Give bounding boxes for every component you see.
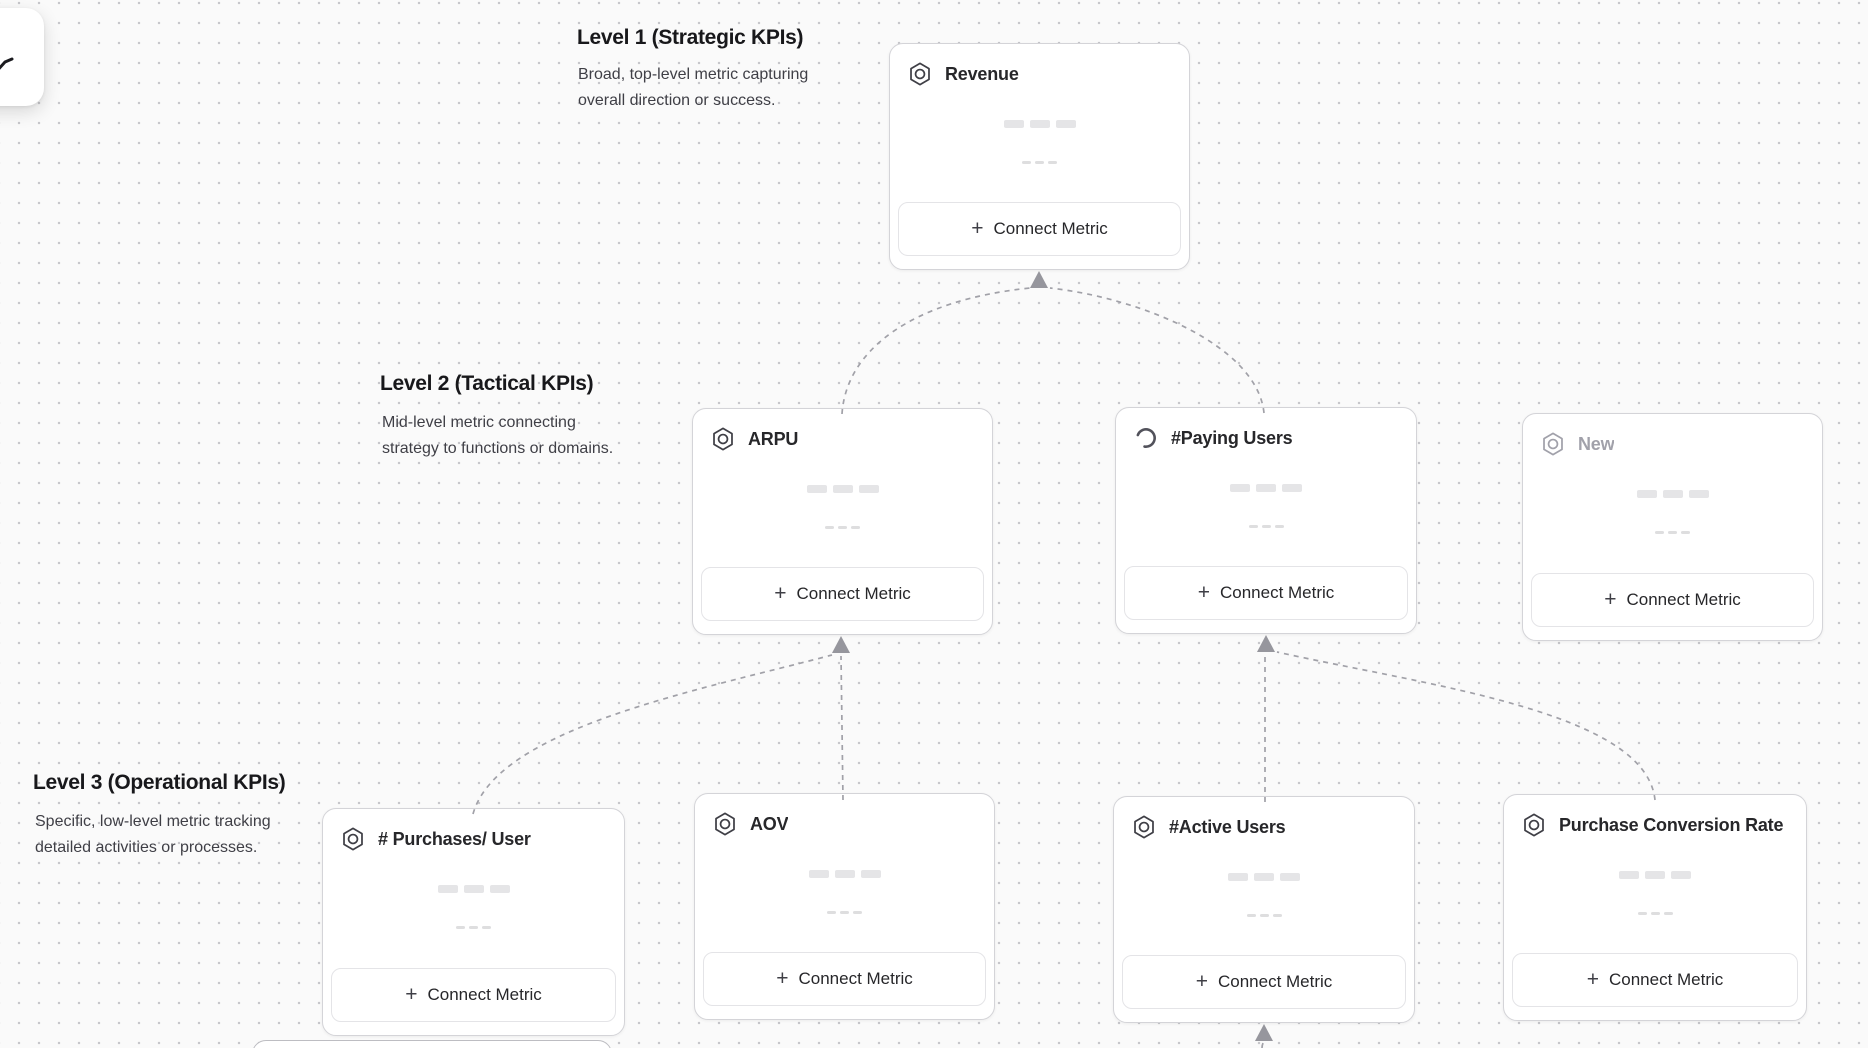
connect-metric-button[interactable]: + Connect Metric bbox=[1122, 955, 1406, 1009]
card-title: # Purchases/ User bbox=[378, 828, 531, 849]
spinner-icon bbox=[1133, 425, 1159, 451]
card-title: AOV bbox=[750, 813, 789, 834]
hexagon-badge-icon bbox=[1540, 431, 1566, 457]
plus-icon: + bbox=[1604, 587, 1617, 611]
hexagon-badge-icon bbox=[712, 811, 738, 837]
level-2-description-line-2: strategy to functions or domains. bbox=[382, 440, 614, 457]
cursor-icon bbox=[0, 57, 14, 70]
arrowhead-active bbox=[1255, 1024, 1273, 1041]
metric-skeleton bbox=[1114, 797, 1414, 1022]
hexagon-badge-icon bbox=[710, 426, 736, 452]
level-2-description: Mid-level metric connecting strategy to … bbox=[382, 410, 613, 462]
card-title: #Paying Users bbox=[1171, 427, 1293, 448]
arrowhead-arpu bbox=[832, 636, 850, 653]
plus-icon: + bbox=[1195, 969, 1208, 993]
level-3-description-line-2: detailed activities or processes. bbox=[35, 839, 258, 856]
connector-line-pcr-to-paying bbox=[1276, 651, 1656, 801]
level-1-description: Broad, top-level metric capturing overal… bbox=[578, 62, 808, 114]
metric-skeleton bbox=[1116, 408, 1416, 633]
metric-skeleton bbox=[693, 409, 992, 634]
metric-card-active-users[interactable]: #Active Users + Connect Metric bbox=[1113, 796, 1415, 1023]
connect-metric-label: Connect Metric bbox=[1626, 590, 1741, 609]
plus-icon: + bbox=[1586, 967, 1599, 991]
connect-metric-label: Connect Metric bbox=[1217, 972, 1333, 991]
connect-metric-label: Connect Metric bbox=[427, 985, 542, 1004]
connect-metric-button[interactable]: + Connect Metric bbox=[701, 567, 984, 621]
level-1-title: Level 1 (Strategic KPIs) bbox=[577, 26, 804, 49]
connect-metric-label: Connect Metric bbox=[993, 219, 1108, 238]
connect-metric-button[interactable]: + Connect Metric bbox=[1124, 566, 1408, 620]
metric-card-purchases-per-user[interactable]: # Purchases/ User + Connect Metric bbox=[322, 808, 625, 1036]
connect-metric-label: Connect Metric bbox=[798, 969, 913, 988]
card-title: New bbox=[1578, 433, 1615, 454]
plus-icon: + bbox=[1197, 580, 1210, 604]
hexagon-badge-icon bbox=[1521, 812, 1547, 838]
floating-toolbar-card[interactable] bbox=[0, 8, 44, 106]
connector-line-purchases-to-arpu bbox=[472, 654, 833, 815]
level-1-description-line-1: Broad, top-level metric capturing bbox=[578, 66, 809, 83]
plus-icon: + bbox=[776, 966, 789, 990]
card-title: ARPU bbox=[748, 428, 799, 449]
metric-card-paying-users[interactable]: #Paying Users + Connect Metric bbox=[1115, 407, 1417, 634]
metric-card-new[interactable]: New + Connect Metric bbox=[1522, 413, 1823, 641]
card-title: #Active Users bbox=[1169, 816, 1286, 837]
connect-metric-button[interactable]: + Connect Metric bbox=[1512, 953, 1798, 1007]
metric-skeleton bbox=[695, 794, 994, 1019]
connect-metric-button[interactable]: + Connect Metric bbox=[331, 968, 616, 1022]
connect-metric-button[interactable]: + Connect Metric bbox=[1531, 573, 1814, 627]
level-1-description-line-2: overall direction or success. bbox=[578, 92, 776, 109]
connect-metric-button[interactable]: + Connect Metric bbox=[703, 952, 986, 1006]
hexagon-badge-icon bbox=[340, 826, 366, 852]
partial-metric-card[interactable] bbox=[252, 1040, 612, 1048]
connector-line-paying-to-revenue bbox=[1049, 287, 1265, 414]
connect-metric-button[interactable]: + Connect Metric bbox=[898, 202, 1181, 256]
metric-skeleton bbox=[323, 809, 624, 1035]
plus-icon: + bbox=[774, 581, 787, 605]
metric-skeleton bbox=[1523, 414, 1822, 640]
metric-skeleton bbox=[890, 44, 1189, 269]
plus-icon: + bbox=[405, 982, 418, 1006]
hexagon-badge-icon bbox=[1131, 814, 1157, 840]
connect-metric-label: Connect Metric bbox=[1608, 970, 1724, 989]
metric-card-arpu[interactable]: ARPU + Connect Metric bbox=[692, 408, 993, 635]
level-2-title: Level 2 (Tactical KPIs) bbox=[380, 372, 594, 395]
connector-line-offscreen-to-active bbox=[1261, 1040, 1265, 1048]
metric-skeleton bbox=[1504, 795, 1806, 1020]
plus-icon: + bbox=[971, 216, 984, 240]
card-title: Purchase Conversion Rate bbox=[1559, 814, 1784, 835]
level-3-title: Level 3 (Operational KPIs) bbox=[33, 771, 286, 794]
arrowhead-paying bbox=[1257, 635, 1275, 652]
connect-metric-label: Connect Metric bbox=[1219, 583, 1335, 602]
level-2-description-line-1: Mid-level metric connecting bbox=[382, 414, 576, 431]
connector-line-arpu-to-revenue bbox=[841, 287, 1031, 415]
metric-card-revenue[interactable]: Revenue + Connect Metric bbox=[889, 43, 1190, 270]
connect-metric-label: Connect Metric bbox=[796, 584, 911, 603]
metric-card-purchase-conversion-rate[interactable]: Purchase Conversion Rate + Connect Metri… bbox=[1503, 794, 1807, 1021]
connector-line-aov-to-arpu bbox=[840, 655, 844, 801]
card-title: Revenue bbox=[945, 63, 1019, 84]
level-3-description-line-1: Specific, low-level metric tracking bbox=[35, 813, 271, 830]
arrowhead-revenue bbox=[1030, 271, 1048, 288]
metric-card-aov[interactable]: AOV + Connect Metric bbox=[694, 793, 995, 1020]
level-3-description: Specific, low-level metric tracking deta… bbox=[35, 809, 271, 861]
hexagon-badge-icon bbox=[907, 61, 933, 87]
